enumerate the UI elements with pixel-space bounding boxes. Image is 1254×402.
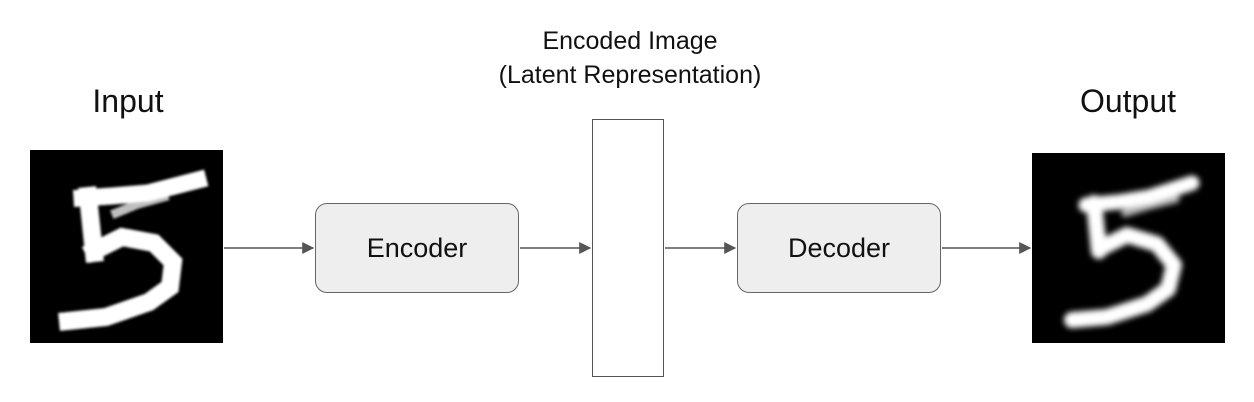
decoder-block: Decoder: [737, 203, 941, 293]
digit-five-output-icon: [1064, 175, 1200, 328]
input-label: Input: [92, 83, 164, 119]
latent-title: Encoded Image: [542, 27, 718, 55]
digit-five-input-icon: [58, 169, 209, 331]
encoder-block: Encoder: [315, 203, 519, 293]
output-label: Output: [1079, 83, 1177, 119]
input-image: [30, 150, 223, 343]
output-image: [1032, 153, 1225, 343]
latent-subtitle: (Latent Representation): [498, 61, 762, 89]
latent-representation-block: [592, 119, 664, 377]
